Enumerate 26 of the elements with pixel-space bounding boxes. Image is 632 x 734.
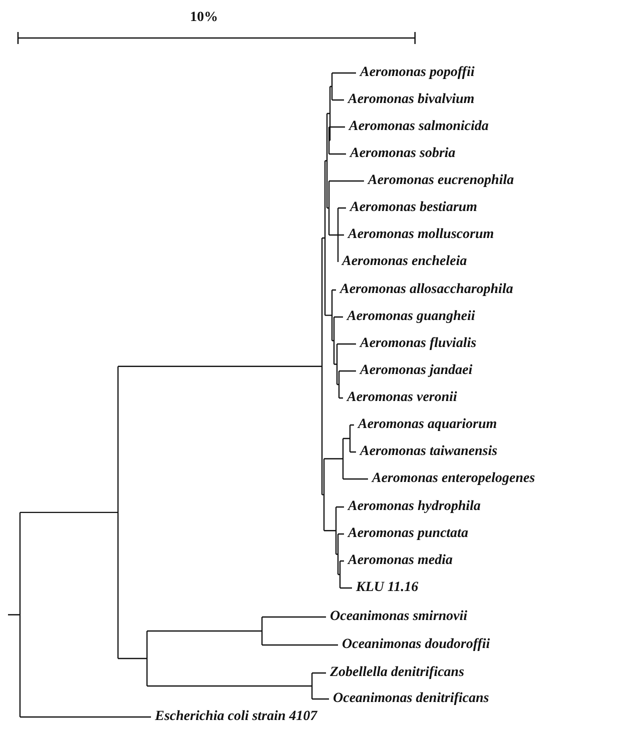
taxon-label: Aeromonas media — [348, 553, 453, 569]
taxon-label: Aeromonas bivalvium — [348, 92, 474, 108]
taxon-label: Aeromonas popoffii — [360, 65, 474, 81]
taxon-label: Oceanimonas doudoroffii — [342, 637, 490, 653]
taxon-label: Aeromonas bestiarum — [350, 200, 478, 216]
taxon-label: Aeromonas hydrophila — [348, 499, 481, 515]
taxon-label: Aeromonas aquariorum — [358, 417, 497, 433]
taxon-label: Aeromonas fluvialis — [360, 336, 476, 352]
taxon-label: Escherichia coli strain 4107 — [155, 709, 318, 725]
taxon-label: Aeromonas jandaei — [360, 363, 472, 379]
taxon-label: Aeromonas veronii — [347, 390, 458, 406]
taxon-label: Aeromonas punctata — [348, 526, 468, 542]
taxon-label: Aeromonas guangheii — [347, 309, 475, 325]
taxon-label: Aeromonas molluscorum — [348, 227, 494, 243]
taxon-label: Oceanimonas denitrificans — [333, 691, 489, 707]
taxon-label: KLU 11.16 — [356, 580, 418, 596]
taxon-label: Aeromonas enteropelogenes — [372, 471, 535, 487]
taxon-label: Aeromonas allosaccharophila — [340, 282, 514, 298]
taxon-label: Zobellella denitrificans — [330, 665, 464, 681]
taxon-label: Aeromonas taiwanensis — [360, 444, 498, 460]
taxon-label: Oceanimonas smirnovii — [330, 609, 468, 625]
taxon-label: Aeromonas encheleia — [342, 254, 467, 270]
taxon-label: Aeromonas salmonicida — [349, 119, 489, 135]
scale-label: 10% — [190, 10, 218, 26]
taxon-label: Aeromonas sobria — [350, 146, 456, 162]
taxon-label: Aeromonas eucrenophila — [368, 173, 514, 189]
